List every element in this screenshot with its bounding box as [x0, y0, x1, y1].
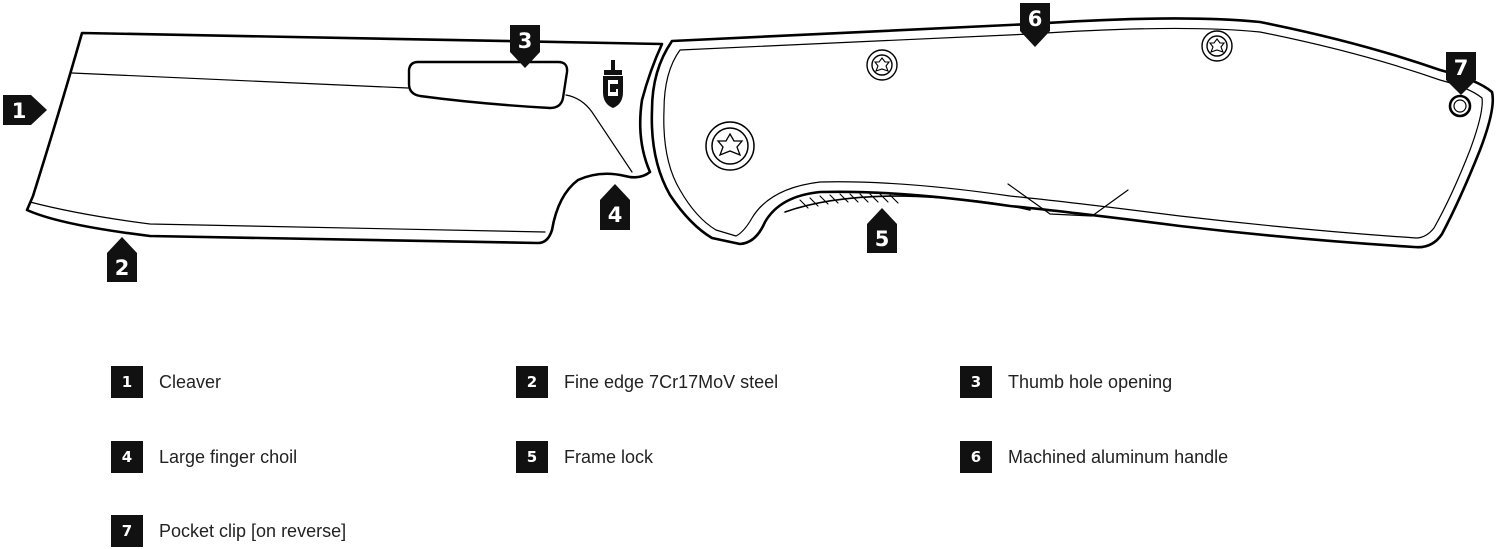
torx-screw-icon [705, 121, 755, 171]
lock-jimping [799, 193, 899, 209]
legend-badge: 2 [516, 366, 548, 398]
legend-badge: 5 [516, 441, 548, 473]
legend-label: Machined aluminum handle [1008, 446, 1229, 467]
callout-number-7: 7 [1454, 56, 1469, 80]
legend-item-edge-steel: 2 Fine edge 7Cr17MoV steel [516, 366, 778, 398]
legend-item-frame-lock: 5 Frame lock [516, 441, 653, 473]
callout-number-4: 4 [608, 203, 623, 227]
legend-label: Large finger choil [159, 446, 298, 467]
legend-item-cleaver: 1 Cleaver [111, 366, 221, 398]
clip-hole [1448, 94, 1472, 118]
callout-marker-1: 1 [3, 95, 47, 125]
handle-outline [650, 17, 1495, 249]
legend-label: Thumb hole opening [1008, 371, 1173, 392]
callout-number-1: 1 [12, 99, 27, 123]
callout-number-5: 5 [875, 227, 890, 251]
callout-marker-3: 3 [510, 25, 540, 68]
legend-label: Pocket clip [on reverse] [159, 520, 347, 541]
callout-marker-7: 7 [1446, 52, 1476, 95]
knife-diagram: 1 2 3 4 5 6 7 [3, 3, 1495, 282]
callout-number-6: 6 [1028, 7, 1043, 31]
legend-badge: 4 [111, 441, 143, 473]
legend-item-thumb-hole: 3 Thumb hole opening [960, 366, 1172, 398]
legend-label: Fine edge 7Cr17MoV steel [564, 371, 779, 392]
handle [650, 17, 1495, 249]
callout-marker-6: 6 [1020, 3, 1050, 47]
torx-screw-icon [1201, 30, 1233, 62]
legend-badge: 7 [111, 515, 143, 547]
legend-item-pocket-clip: 7 Pocket clip [on reverse] [111, 515, 346, 547]
callout-marker-2: 2 [107, 237, 137, 282]
callout-marker-5: 5 [867, 208, 897, 253]
blade-plunge-line [565, 94, 633, 173]
legend-label: Frame lock [564, 446, 654, 467]
legend-badge: 3 [960, 366, 992, 398]
legend-badge: 6 [960, 441, 992, 473]
blade [25, 31, 664, 245]
gerber-logo-icon [603, 60, 623, 108]
blade-edge-bevel [29, 201, 546, 233]
legend-item-finger-choil: 4 Large finger choil [111, 441, 297, 473]
handle-inner-line [663, 27, 1483, 239]
torx-screw-icon [866, 49, 898, 81]
blade-outline [25, 31, 664, 245]
callout-number-2: 2 [115, 256, 130, 280]
blade-grind-line [71, 72, 409, 89]
thumb-hole [407, 60, 569, 110]
callout-number-3: 3 [518, 29, 533, 53]
legend-label: Cleaver [159, 371, 222, 392]
legend-item-handle: 6 Machined aluminum handle [960, 441, 1228, 473]
callout-marker-4: 4 [600, 184, 630, 230]
frame-lock-wedge [1007, 183, 1129, 217]
legend-badge: 1 [111, 366, 143, 398]
